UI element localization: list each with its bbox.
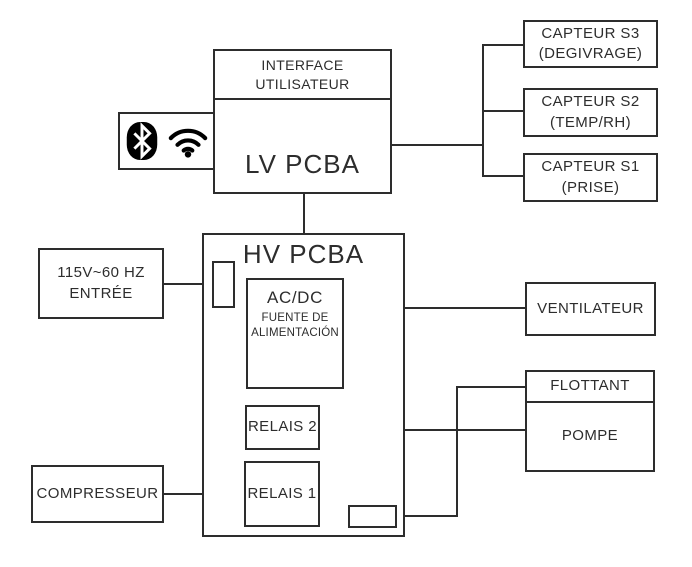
line-power-input-to-hv — [163, 283, 204, 285]
hv-pcba-label: HV PCBA — [242, 239, 365, 269]
capteur-s3-box: CAPTEUR S3 (DEGIVRAGE) — [523, 20, 658, 68]
bluetooth-wifi-box — [118, 112, 215, 170]
lv-pcba-header: INTERFACE UTILISATEUR — [215, 51, 390, 100]
pompe-box: POMPE — [525, 401, 655, 472]
float-connector-box — [348, 505, 397, 528]
acdc-title: AC/DC — [267, 288, 323, 307]
flottant-box: FLOTTANT — [525, 370, 655, 403]
wifi-icon — [168, 128, 207, 158]
interface-utilisateur-label: INTERFACE UTILISATEUR — [255, 57, 350, 92]
acdc-subtitle: FUENTE DE ALIMENTACIÓN — [251, 312, 339, 339]
line-bus-to-capteur-s2 — [482, 110, 524, 112]
flottant-label: FLOTTANT — [550, 377, 630, 395]
ventilateur-box: VENTILATEUR — [525, 282, 656, 336]
pompe-label: POMPE — [561, 427, 619, 445]
compresseur-box: COMPRESSEUR — [31, 465, 164, 523]
compresseur-label: COMPRESSEUR — [36, 484, 159, 502]
lv-pcba-box: INTERFACE UTILISATEUR LV PCBA — [213, 49, 392, 194]
power-connector-box — [212, 261, 235, 308]
capteur-s1-label: CAPTEUR S1 (PRISE) — [541, 158, 640, 196]
line-acdc-to-ventilateur — [343, 307, 525, 309]
line-bus-to-capteur-s3 — [482, 44, 524, 46]
acdc-power-supply-box: AC/DC FUENTE DE ALIMENTACIÓN — [246, 278, 344, 389]
line-lv-to-hv — [303, 192, 305, 235]
capteur-s3-label: CAPTEUR S3 (DEGIVRAGE) — [538, 24, 643, 62]
relais-2-label: RELAIS 2 — [247, 418, 318, 436]
line-riser-to-flottant — [456, 386, 525, 388]
lv-pcba-label: LV PCBA — [245, 149, 360, 179]
capteur-s1-box: CAPTEUR S1 (PRISE) — [523, 153, 658, 202]
line-connector-to-riser — [396, 515, 458, 517]
line-lv-to-sensor-bus — [391, 144, 483, 146]
relais-2-box: RELAIS 2 — [245, 405, 320, 450]
power-input-box: 115V~60 HZ ENTRÉE — [38, 248, 164, 319]
relais-1-label: RELAIS 1 — [247, 484, 317, 502]
capteur-s2-box: CAPTEUR S2 (TEMP/RH) — [523, 88, 658, 137]
power-input-label: 115V~60 HZ ENTRÉE — [57, 264, 145, 302]
line-bus-to-capteur-s1 — [482, 175, 524, 177]
relais-1-box: RELAIS 1 — [244, 461, 320, 527]
capteur-s2-label: CAPTEUR S2 (TEMP/RH) — [541, 93, 640, 131]
bluetooth-icon — [126, 121, 157, 161]
line-relais2-to-pompe — [318, 429, 525, 431]
flottant-riser-line — [456, 386, 458, 517]
ventilateur-label: VENTILATEUR — [537, 299, 644, 317]
